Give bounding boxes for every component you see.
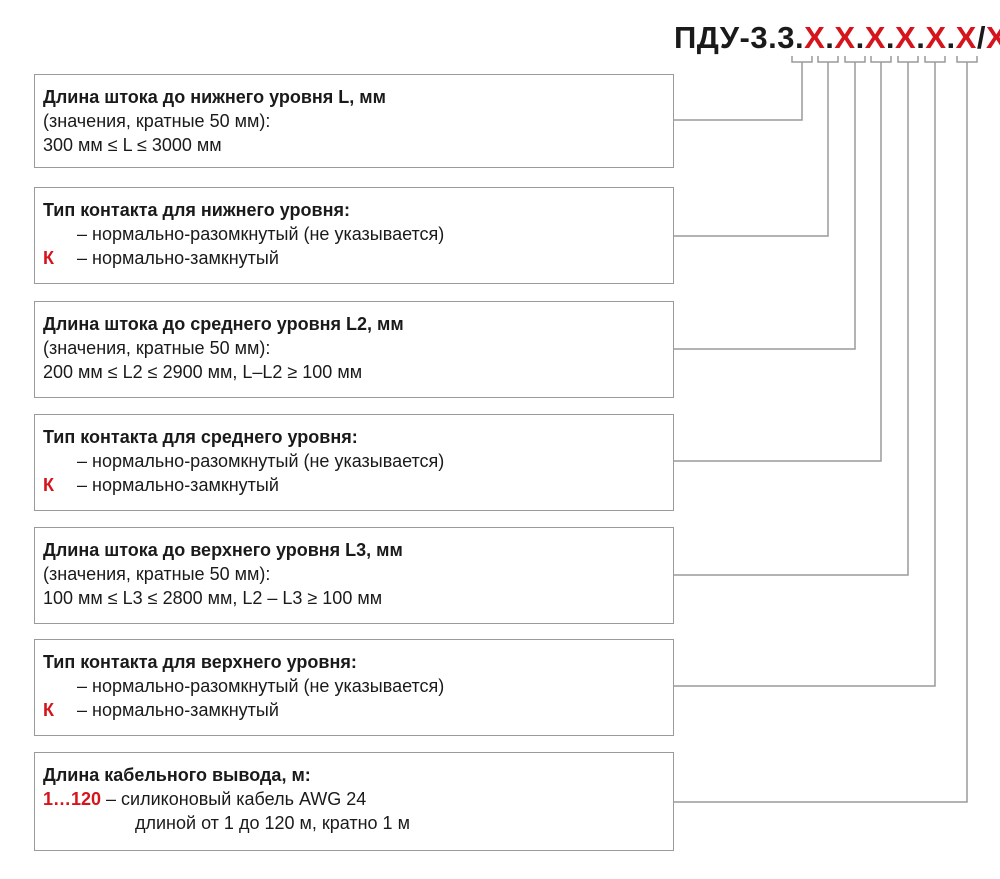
box-title: Тип контакта для верхнего уровня: <box>43 652 357 672</box>
code-dot: . <box>916 20 926 55</box>
order-code-prefix: ПДУ-3.3. <box>674 20 805 55</box>
box-text: 200 мм ≤ L2 ≤ 2900 мм, L–L2 ≥ 100 мм <box>43 362 363 382</box>
option-box-upper-length: Длина штока до верхнего уровня L3, мм (з… <box>34 527 674 624</box>
code-dot: . <box>855 20 865 55</box>
option-normally-closed: – нормально-замкнутый <box>77 700 279 720</box>
box-text: (значения, кратные 50 мм): <box>43 338 271 358</box>
option-box-lower-contact: Тип контакта для нижнего уровня: – норма… <box>34 187 674 284</box>
option-normally-open: – нормально-разомкнутый (не указывается) <box>77 224 445 244</box>
option-box-middle-length: Длина штока до среднего уровня L2, мм (з… <box>34 301 674 398</box>
option-normally-closed: – нормально-замкнутый <box>77 248 279 268</box>
connector-6 <box>674 62 936 687</box>
connector-2 <box>674 62 829 237</box>
cable-length-note: длиной от 1 до 120 м, кратно 1 м <box>135 813 410 833</box>
code-slash: / <box>976 20 986 55</box>
cable-range: 1…120 <box>43 789 102 809</box>
box-title: Длина штока до нижнего уровня L, мм <box>43 87 386 107</box>
option-normally-closed: – нормально-замкнутый <box>77 475 279 495</box>
box-text: (значения, кратные 50 мм): <box>43 564 271 584</box>
option-box-lower-length: Длина штока до нижнего уровня L, мм (зна… <box>34 74 674 168</box>
connector-5 <box>674 62 909 576</box>
box-title: Длина кабельного вывода, м: <box>43 765 311 785</box>
option-normally-open: – нормально-разомкнутый (не указывается) <box>77 451 445 471</box>
box-text: 100 мм ≤ L3 ≤ 2800 мм, L2 – L3 ≥ 100 мм <box>43 588 383 608</box>
box-title: Тип контакта для нижнего уровня: <box>43 200 350 220</box>
code-dot: . <box>825 20 835 55</box>
option-normally-open: – нормально-разомкнутый (не указывается) <box>77 676 445 696</box>
box-title: Длина штока до среднего уровня L2, мм <box>43 314 404 334</box>
code-slot-7: X <box>985 20 1000 55</box>
slot-bracket-5 <box>897 56 919 63</box>
slot-bracket-2 <box>817 56 839 63</box>
slot-bracket-4 <box>870 56 892 63</box>
connector-7 <box>674 62 968 803</box>
code-k: К <box>43 700 54 720</box>
slot-bracket-3 <box>844 56 866 63</box>
connector-1 <box>674 62 803 121</box>
connector-3 <box>674 62 856 350</box>
option-box-upper-contact: Тип контакта для верхнего уровня: – норм… <box>34 639 674 736</box>
code-k: К <box>43 248 54 268</box>
order-code: ПДУ-3.3.X.X.X.X.X.X/X <box>674 20 1000 66</box>
box-title: Тип контакта для среднего уровня: <box>43 427 358 447</box>
cable-type: – силиконовый кабель AWG 24 <box>101 789 367 809</box>
code-slot-1: X <box>804 20 826 55</box>
box-text: (значения, кратные 50 мм): <box>43 111 271 131</box>
code-slot-5: X <box>925 20 947 55</box>
code-slot-6: X <box>955 20 977 55</box>
option-box-cable-length: Длина кабельного вывода, м: 1…120 – сили… <box>34 752 674 851</box>
code-dot: . <box>885 20 895 55</box>
slot-bracket-7 <box>956 56 978 63</box>
box-text: 300 мм ≤ L ≤ 3000 мм <box>43 135 222 155</box>
connector-4 <box>674 62 882 462</box>
slot-bracket-6 <box>924 56 946 63</box>
option-box-middle-contact: Тип контакта для среднего уровня: – норм… <box>34 414 674 511</box>
code-dot: . <box>946 20 956 55</box>
box-title: Длина штока до верхнего уровня L3, мм <box>43 540 403 560</box>
code-slot-3: X <box>864 20 886 55</box>
slot-bracket-1 <box>791 56 813 63</box>
code-slot-2: X <box>834 20 856 55</box>
code-slot-4: X <box>895 20 917 55</box>
code-k: К <box>43 475 54 495</box>
